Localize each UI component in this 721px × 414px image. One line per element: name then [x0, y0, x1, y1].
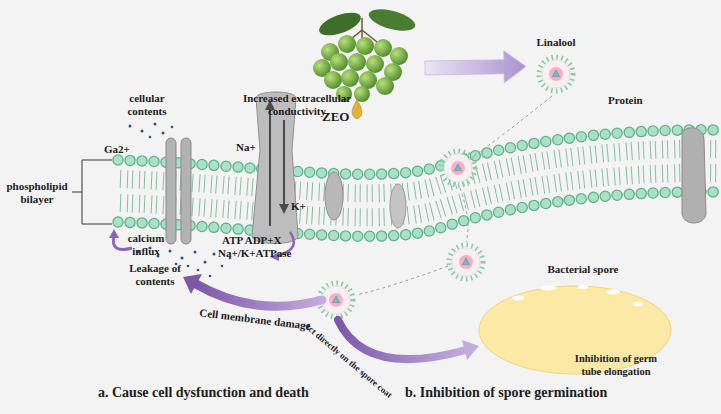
- art-circle: [154, 123, 157, 126]
- node-text: Linalool: [526, 36, 586, 49]
- art-circle: [348, 53, 366, 71]
- node-text: ZEO: [322, 110, 382, 123]
- art-circle: [204, 261, 207, 264]
- annotation-label: Na+/K+ATPase: [218, 247, 291, 260]
- arrow-head: [109, 229, 119, 238]
- art-circle: [129, 125, 132, 128]
- spore-coat-spot: [578, 285, 588, 289]
- spore-coat-spot: [512, 296, 524, 301]
- flow-arrow: [425, 51, 526, 83]
- channel-protein: [166, 138, 176, 244]
- lipid-tails: [118, 149, 721, 217]
- membrane-protein: [682, 128, 706, 223]
- bracket: [72, 160, 112, 224]
- art-ellipse: [366, 5, 417, 35]
- art-circle: [338, 35, 356, 53]
- dashed-path: [357, 96, 552, 295]
- art-circle: [209, 275, 212, 278]
- art-path: [118, 192, 721, 236]
- art-path: [357, 266, 448, 295]
- panel-caption: b. Inhibition of spore germination: [405, 384, 607, 401]
- spore-coat-spot: [606, 290, 620, 295]
- ion-arrow: [283, 120, 285, 206]
- art-path: [118, 130, 721, 174]
- art-circle: [171, 126, 174, 129]
- art-circle: [169, 250, 172, 253]
- node-box: Linalool: [526, 36, 586, 96]
- arrow-head: [462, 340, 479, 360]
- art-circle: [354, 86, 370, 102]
- annotation-label: calcium influx: [122, 232, 170, 258]
- annotation-label: cellular contents: [110, 92, 184, 118]
- art-circle: [374, 39, 392, 57]
- annotation-label: Na+: [236, 141, 256, 154]
- arrow-head: [279, 204, 289, 214]
- annotation-label: K+: [291, 200, 306, 213]
- spore-coat-spot: [633, 302, 643, 306]
- art-path: [118, 192, 721, 236]
- art-circle: [356, 37, 374, 55]
- art-path: [118, 130, 721, 174]
- panel-caption: a. Cause cell dysfunction and death: [98, 384, 309, 401]
- action-arrow: [196, 284, 322, 306]
- art-circle: [162, 132, 165, 135]
- art-circle: [149, 136, 152, 139]
- action-arrow: [338, 320, 466, 359]
- channel-protein: [181, 138, 191, 244]
- art-circle: [187, 265, 190, 268]
- art-circle: [376, 77, 394, 95]
- art-path: [460, 188, 468, 242]
- membrane-protein: [390, 184, 406, 228]
- annotation-label: Leakage of contents: [116, 262, 194, 288]
- annotation-label: phospholipid bilayer: [2, 180, 72, 206]
- art-circle: [330, 53, 348, 71]
- art-circle: [221, 265, 224, 268]
- node-box: Bacterial sporeInhibition of germ tube e…: [478, 262, 672, 380]
- art-circle: [141, 130, 144, 133]
- ion-arrow: [269, 108, 271, 226]
- art-path: [474, 96, 552, 156]
- linalool-particle: [539, 57, 573, 91]
- art-path: [352, 100, 362, 119]
- arrow-head: [183, 274, 202, 294]
- node-text: Inhibition of germ tube elongation: [566, 352, 666, 378]
- art-circle: [181, 257, 184, 260]
- art-circle: [366, 55, 384, 73]
- art-circle: [213, 253, 216, 256]
- art-use: [441, 151, 475, 185]
- art-circle: [341, 69, 359, 87]
- art-circle: [390, 47, 408, 65]
- art-circle: [197, 269, 200, 272]
- node-text: Bacterial spore: [528, 263, 638, 276]
- membrane-protein: [325, 172, 343, 220]
- spore-coat-spot: [540, 286, 556, 291]
- art-circle: [194, 251, 197, 254]
- art-use: [449, 245, 483, 279]
- annotation-label: Increased extracellular conductivity: [230, 92, 364, 118]
- art-circle: [324, 71, 342, 89]
- annotation-label: Protein: [608, 94, 643, 107]
- lipid-heads: [118, 130, 721, 236]
- annotation-label: ATP ADP+X: [222, 234, 282, 247]
- annotation-label: Ga2+: [104, 143, 130, 156]
